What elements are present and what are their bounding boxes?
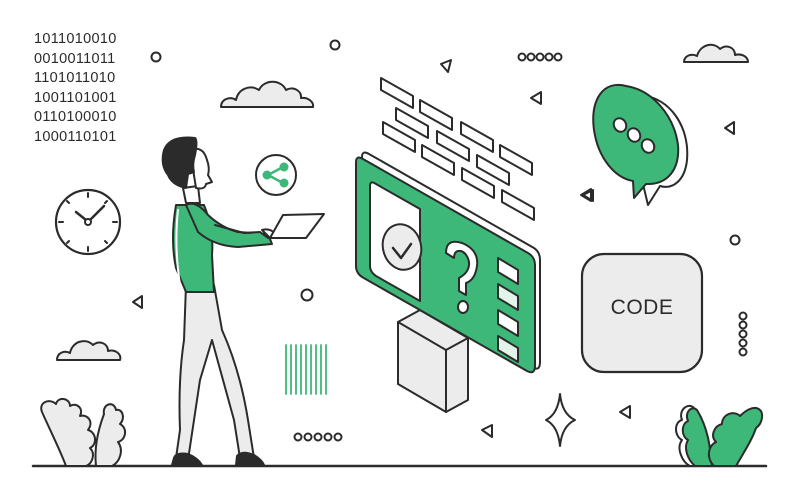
- barcode-lines: [285, 344, 327, 395]
- cloud: [56, 340, 122, 361]
- person-hair: [161, 136, 198, 189]
- bush-right: [675, 404, 764, 467]
- screen-list-item: [497, 257, 519, 285]
- decor-triangle: [440, 59, 452, 73]
- decor-circle: [150, 51, 162, 63]
- dot-row-bottom: [293, 432, 343, 442]
- check-icon: [391, 242, 413, 260]
- screen-list-item: [497, 335, 519, 363]
- binary-line: 1001101001: [34, 89, 117, 106]
- person-figure: [161, 136, 325, 466]
- binary-line: 0110100010: [34, 109, 117, 125]
- decor-triangle: [582, 189, 594, 202]
- monitor-stand: [397, 309, 469, 413]
- decor-triangle: [580, 188, 592, 202]
- share-icon: [255, 154, 297, 196]
- binary-line: 1000110101: [34, 128, 117, 145]
- code-card: [580, 252, 704, 374]
- bush-left: [40, 398, 126, 467]
- code-card-label: CODE: [610, 296, 674, 319]
- screen-list-item: [497, 283, 519, 311]
- decor-circle: [729, 234, 741, 246]
- tablet: [269, 213, 325, 239]
- cloud: [220, 80, 315, 108]
- decor-triangle: [481, 424, 493, 438]
- decor-triangle: [724, 121, 735, 135]
- screen-list-item: [497, 309, 519, 337]
- question-mark-icon: [445, 240, 479, 296]
- person-legs: [175, 284, 255, 461]
- decor-triangle: [132, 295, 143, 309]
- person-shoe: [171, 452, 203, 466]
- person-shoe: [235, 451, 265, 466]
- binary-line: 1101011010: [34, 70, 116, 86]
- binary-line: 1011010010: [34, 31, 117, 47]
- monitor-screen: [355, 151, 541, 374]
- decor-circle: [329, 39, 341, 51]
- dot-column-right: [738, 311, 748, 357]
- cloud: [683, 43, 749, 63]
- brick-wall: [380, 77, 535, 221]
- chat-bubble-icon: [592, 83, 689, 206]
- binary-code-block: 1011010010 0010011011 1101011010 1001101…: [34, 30, 117, 147]
- clock-icon: [54, 188, 122, 256]
- decor-circle: [300, 288, 314, 302]
- binary-line: 0010011011: [34, 50, 116, 67]
- person-face: [189, 147, 213, 190]
- question-dot: [457, 300, 469, 314]
- decor-triangle: [619, 405, 631, 419]
- dot-row-top: [517, 52, 563, 62]
- sparkle-icon: [545, 393, 576, 447]
- decor-triangle: [530, 91, 542, 105]
